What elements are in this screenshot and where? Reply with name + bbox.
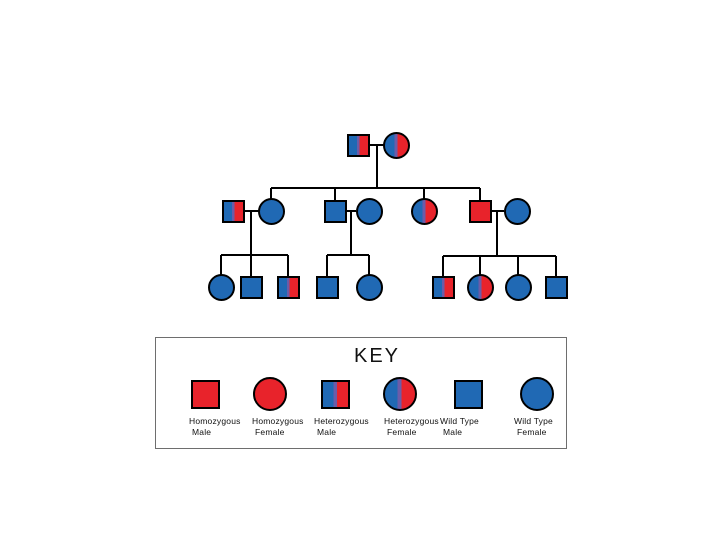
pedigree-line [220,255,222,275]
pedigree-line [443,255,556,257]
key-title: KEY [353,345,401,367]
key-label-line1: Homozygous [189,416,241,426]
heterozygous-male-symbol [276,275,300,299]
pedigree-line [492,210,504,212]
pedigree-line [250,211,252,255]
key-label-line2: Male [192,427,212,437]
pedigree-line [555,256,557,277]
wildtype-female-symbol [257,197,285,225]
pedigree-line [376,145,378,188]
key-symbol-heterozygous-female [383,377,417,411]
pedigree-line [334,188,336,201]
key-label-line2: Female [387,427,417,437]
wildtype-female-symbol [504,273,532,301]
heterozygous-male-symbol [346,133,370,157]
pedigree-line [423,188,425,199]
pedigree-line [479,188,481,201]
pedigree-line [517,256,519,275]
pedigree-line [271,187,480,189]
heterozygous-male-symbol [221,199,245,223]
wildtype-male-symbol [315,275,339,299]
key-label-line2: Male [317,427,337,437]
wildtype-female-symbol [355,273,383,301]
pedigree-line [368,255,370,275]
key-label-line2: Male [443,427,463,437]
key-symbol-homozygous-male [190,379,220,409]
pedigree-line [442,256,444,277]
pedigree-line [326,255,328,277]
key-label-line2: Female [517,427,547,437]
wildtype-male-symbol [323,199,347,223]
key-label-line1: Wild Type [440,416,479,426]
wildtype-female-symbol [503,197,531,225]
pedigree-line [270,188,272,199]
heterozygous-male-symbol [431,275,455,299]
key-box [155,337,567,449]
key-label-line1: Heterozygous [384,416,439,426]
wildtype-female-symbol [207,273,235,301]
pedigree-line [496,211,498,256]
pedigree-line [327,254,369,256]
heterozygous-female-symbol [466,273,494,301]
key-symbol-wild-type-male [453,379,483,409]
key-symbol-wild-type-female [520,377,554,411]
key-label-line1: Heterozygous [314,416,369,426]
key-label-line2: Female [255,427,285,437]
homozygous-male-symbol [468,199,492,223]
pedigree-line [350,211,352,255]
pedigree-line [221,254,288,256]
key-label-line1: Homozygous [252,416,304,426]
pedigree-line [245,210,259,212]
pedigree-line [287,255,289,277]
key-label-line1: Wild Type [514,416,553,426]
heterozygous-female-symbol [410,197,438,225]
pedigree-line [250,255,252,277]
pedigree-line [479,256,481,275]
key-symbol-heterozygous-male [320,379,350,409]
key-symbol-homozygous-female [253,377,287,411]
wildtype-male-symbol [544,275,568,299]
wildtype-female-symbol [355,197,383,225]
wildtype-male-symbol [239,275,263,299]
heterozygous-female-symbol [382,131,410,159]
